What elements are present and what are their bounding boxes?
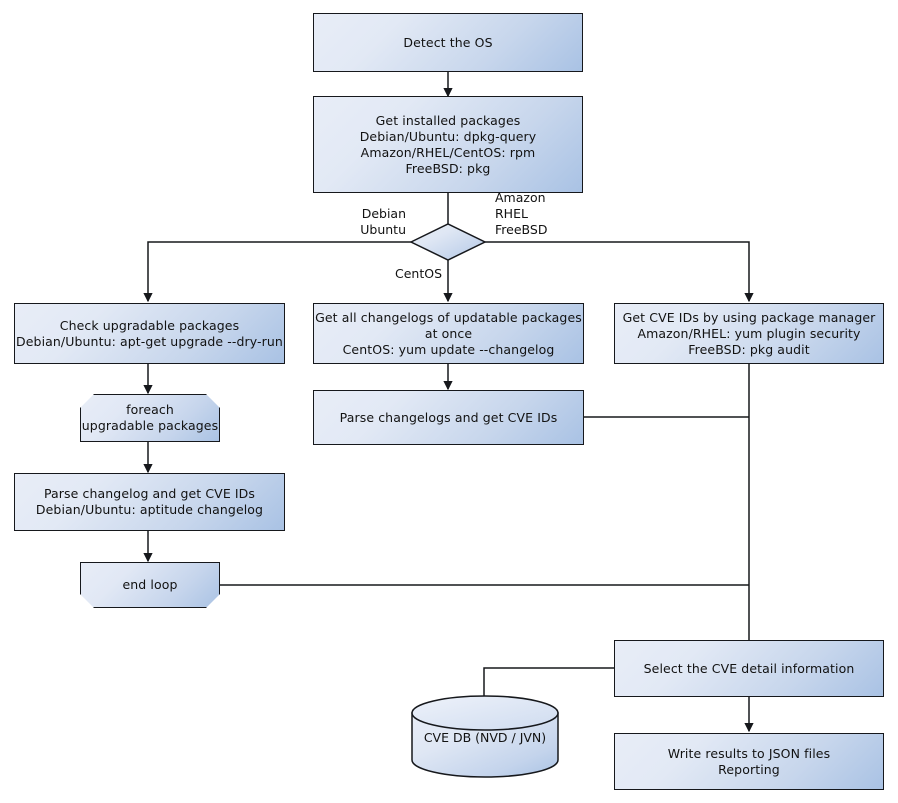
edge-label-debian-ubuntu: Debian Ubuntu: [360, 206, 406, 237]
node-detect-os[interactable]: Detect the OS: [313, 13, 583, 72]
node-get-cve-ids-pkgmgr-label: Get CVE IDs by using package manager Ama…: [622, 309, 876, 357]
node-check-upgradable[interactable]: Check upgradable packages Debian/Ubuntu:…: [14, 303, 285, 364]
node-foreach-loop-label: foreach upgradable packages: [81, 402, 219, 433]
edge-select-to-db: [483, 667, 614, 713]
edge-label-centos: CentOS: [394, 266, 442, 281]
node-select-cve-detail-label: Select the CVE detail information: [643, 660, 855, 676]
node-write-results[interactable]: Write results to JSON files Reporting: [614, 733, 884, 790]
node-parse-changelog-debian-label: Parse changelog and get CVE IDs Debian/U…: [35, 486, 264, 517]
node-get-installed-packages-label: Get installed packages Debian/Ubuntu: dp…: [359, 112, 537, 176]
decision-diamond: [409, 223, 487, 261]
node-detect-os-label: Detect the OS: [403, 34, 493, 50]
node-parse-changelogs-centos[interactable]: Parse changelogs and get CVE IDs: [313, 390, 584, 445]
node-select-cve-detail[interactable]: Select the CVE detail information: [614, 640, 884, 697]
node-foreach-loop[interactable]: foreach upgradable packages: [80, 394, 220, 442]
node-get-cve-ids-pkgmgr[interactable]: Get CVE IDs by using package manager Ama…: [614, 303, 884, 364]
node-end-loop[interactable]: end loop: [80, 562, 220, 608]
node-get-all-changelogs[interactable]: Get all changelogs of updatable packages…: [313, 303, 584, 364]
edge-label-amazon-rhel-freebsd: Amazon RHEL FreeBSD: [495, 190, 548, 237]
node-check-upgradable-label: Check upgradable packages Debian/Ubuntu:…: [16, 317, 283, 349]
node-get-installed-packages[interactable]: Get installed packages Debian/Ubuntu: dp…: [313, 96, 583, 193]
node-cve-db-label: CVE DB (NVD / JVN): [423, 730, 547, 745]
edge-decision-to-amazon: [485, 241, 754, 303]
node-end-loop-label: end loop: [122, 577, 178, 592]
node-parse-changelogs-centos-label: Parse changelogs and get CVE IDs: [339, 409, 558, 425]
node-parse-changelog-debian[interactable]: Parse changelog and get CVE IDs Debian/U…: [14, 473, 285, 531]
node-write-results-label: Write results to JSON files Reporting: [667, 745, 831, 777]
node-get-all-changelogs-label: Get all changelogs of updatable packages…: [315, 309, 582, 357]
